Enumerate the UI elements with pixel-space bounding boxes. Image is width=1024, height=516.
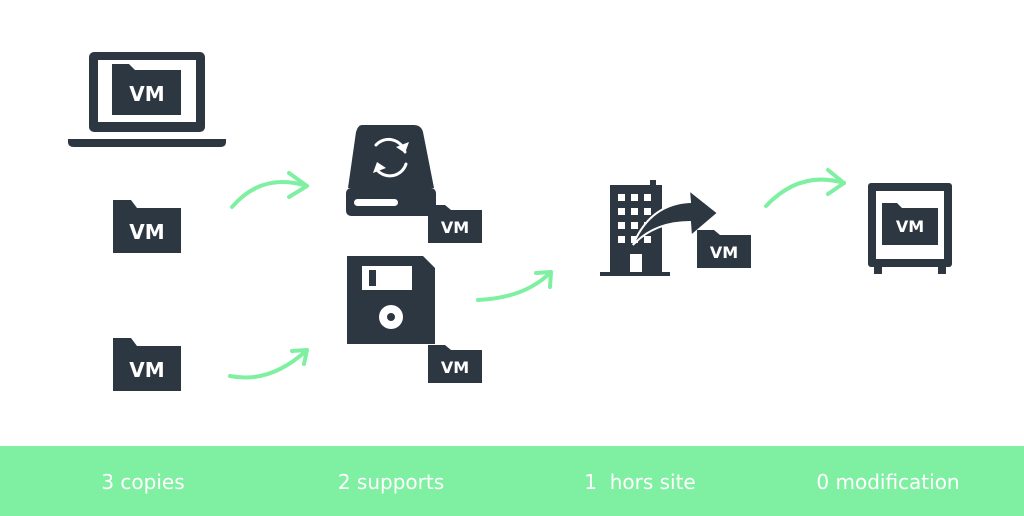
floppy-vm-folder: VM: [428, 345, 482, 383]
folder-icon: VM: [113, 200, 181, 253]
vm-label-folder-2: VM: [129, 358, 164, 382]
arrow-icon: [228, 348, 309, 380]
vm-label-office: VM: [710, 243, 738, 262]
laptop-vm-folder: VM: [112, 64, 181, 115]
arrow-icon: [476, 270, 553, 302]
footer-bar: 3 copies 2 supports 1 hors site 0 modifi…: [0, 446, 1024, 516]
vm-label-laptop: VM: [129, 82, 164, 106]
footer-item-copies: 3 copies: [101, 470, 185, 494]
office-building-icon: [600, 180, 670, 276]
arrow-icon: [764, 168, 846, 208]
footer-item-supports: 2 supports: [337, 470, 445, 494]
arrow-icon: [230, 171, 309, 209]
vm-label-floppy: VM: [441, 358, 469, 377]
vm-label-safe: VM: [896, 217, 924, 236]
share-arrow-icon: [632, 187, 720, 246]
safe-box-icon: VM: [868, 183, 952, 274]
footer-item-offsite: 1 hors site: [584, 470, 696, 494]
vm-label-hard-drive: VM: [441, 218, 469, 237]
hard-drive-vm-folder: VM: [428, 205, 482, 243]
diagram-canvas: VM VM VM: [68, 52, 952, 391]
footer-item-modification: 0 modification: [816, 470, 960, 494]
office-vm-folder: VM: [697, 230, 751, 268]
vm-label-folder-1: VM: [129, 220, 164, 244]
folder-icon: VM: [113, 338, 181, 391]
safe-vm-folder: VM: [882, 203, 938, 245]
hard-drive-sync-icon: VM: [346, 125, 482, 243]
arrow-group: [228, 168, 846, 380]
laptop-icon: VM: [68, 52, 226, 147]
floppy-disk-icon: VM: [347, 256, 482, 383]
